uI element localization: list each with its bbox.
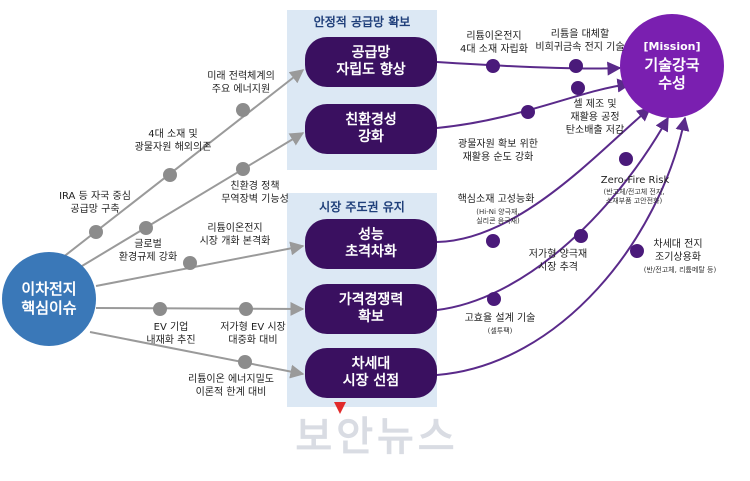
market-panel-title: 시장 주도권 유지 (319, 200, 405, 214)
issue-global-env-regulation: 글로벌 환경규제 강화 (118, 239, 178, 263)
issue-li-ion-market-opening: 리튬이온전지 시장 개화 본격화 (199, 223, 271, 247)
strategy-eco-friendliness: 친환경성 강화 (305, 104, 437, 154)
link-s4-mission (436, 116, 669, 311)
link-s5-mission (436, 116, 690, 376)
goal-dot (630, 244, 644, 258)
goal-dot (619, 152, 633, 166)
watermark-mark-icon (334, 402, 346, 414)
issue-dot (183, 256, 197, 270)
issue-overseas-dependency: 4대 소재 및 광물자원 해외의존 (134, 129, 212, 153)
mission-tag: [Mission] (643, 40, 701, 53)
strategy-supply-independence: 공급망 자립도 향상 (305, 37, 437, 87)
strategy-next-gen-market: 차세대 시장 선점 (305, 348, 437, 398)
goal-dot (487, 292, 501, 306)
strategy-price-competitiveness: 가격경쟁력 확보 (305, 284, 437, 334)
issue-dot (238, 355, 252, 369)
issue-dot (239, 302, 253, 316)
goal-next-gen-commercialization: 차세대 전지 조기상용화 (653, 239, 703, 263)
issue-ev-insourcing: EV 기업 내재화 추진 (146, 322, 196, 346)
issue-dot (89, 225, 103, 239)
goal-zero-fire-detail: (반고체/전고체 전지, 소재부품 고안전화) (603, 188, 665, 205)
goal-efficient-design: 고효율 설계 기술 (464, 313, 536, 324)
link-s1-mission (436, 61, 622, 76)
goal-core-material-performance: 핵심소재 고성능화 (457, 194, 535, 205)
goal-recycling-purity: 광물자원 확보 위한 재활용 순도 강화 (458, 139, 538, 163)
link-hub-s4 (95, 301, 305, 316)
issue-dot (236, 162, 250, 176)
strategy-performance-gap: 성능 초격차화 (305, 219, 437, 269)
link-hub-s5 (89, 331, 305, 379)
issue-future-energy-source: 미래 전력체계의 주요 에너지원 (207, 71, 275, 95)
mission-label: 기술강국 수성 (644, 56, 700, 92)
goal-next-gen-detail: (반/전고체, 리튬메탈 등) (643, 266, 717, 274)
mission-circle: [Mission] 기술강국 수성 (620, 14, 724, 118)
link-hub-s2 (81, 132, 305, 267)
issue-energy-density-limit: 리튬이온 에너지밀도 이론적 한계 대비 (188, 374, 274, 398)
link-s2-mission (436, 78, 632, 129)
goal-non-rare-metal-battery: 리튬을 대체할 비희귀금속 전지 기술 (535, 29, 625, 53)
issue-dot (163, 168, 177, 182)
goal-efficient-design-detail: (셀투팩) (487, 327, 513, 335)
issue-low-cost-ev: 저가형 EV 시장 대중화 대비 (220, 322, 286, 346)
link-s3-mission (436, 107, 652, 243)
goal-dot (521, 105, 535, 119)
link-hub-s1 (61, 69, 305, 259)
link-hub-s3 (95, 241, 305, 287)
goal-dot (571, 81, 585, 95)
supply-panel-title: 안정적 공급망 확보 (313, 15, 411, 29)
goal-zero-fire-risk: Zero-Fire Risk (600, 175, 670, 186)
goal-carbon-reduction: 셀 제조 및 재활용 공정 탄소배출 저감 (565, 99, 625, 136)
issue-eco-trade-barrier: 친환경 정책 무역장벽 기능성 (221, 181, 289, 205)
issue-dot (153, 302, 167, 316)
issue-dot (139, 221, 153, 235)
issue-ira-supply-chain: IRA 등 자국 중심 공급망 구축 (59, 191, 131, 215)
goal-dot (486, 234, 500, 248)
goal-dot (569, 59, 583, 73)
goal-core-material-detail: (Hi-Ni 양극재, 실리콘 음극재) (476, 208, 520, 225)
goal-dot (574, 229, 588, 243)
watermark-logo: 보안뉴스 (295, 414, 459, 460)
issue-dot (236, 103, 250, 117)
core-issues-hub: 이차전지 핵심이슈 (2, 252, 96, 346)
goal-four-materials: 리튬이온전지 4대 소재 자립화 (460, 31, 528, 55)
goal-dot (486, 59, 500, 73)
goal-low-cost-cathode: 저가형 양극재 시장 추격 (528, 249, 588, 273)
